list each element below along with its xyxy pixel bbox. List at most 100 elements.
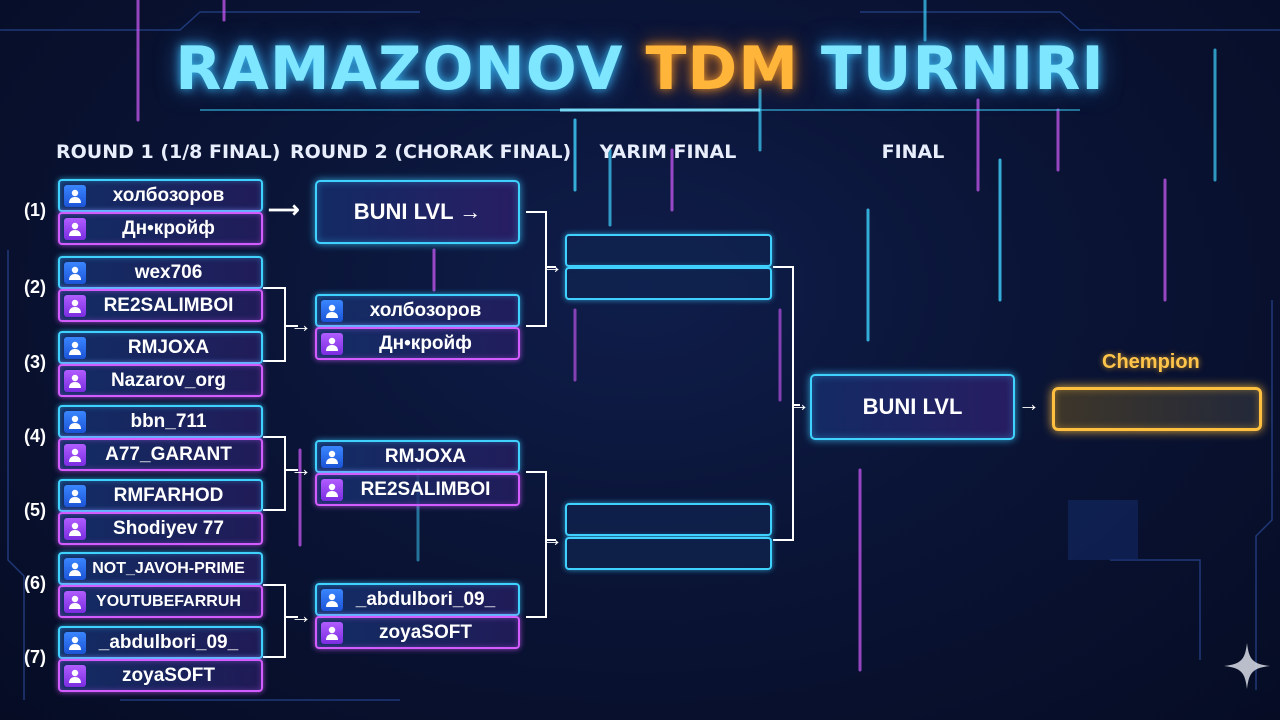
arrow-right-icon: → [788,391,810,416]
player-slot[interactable]: RMFARHOD [58,479,263,512]
semifinal-2-bottom-slot[interactable] [565,537,772,570]
user-icon [64,517,86,540]
user-icon [321,299,343,322]
semifinal-2-top-slot[interactable] [565,503,772,536]
player-slot[interactable]: A77_GARANT [58,438,263,471]
arrow-right-icon: → [541,526,563,551]
player-name: RMJOXA [127,336,210,358]
champion-slot[interactable] [1052,387,1262,431]
round2-match: _abdulbori_09_ zoyaSOFT [315,583,520,649]
seed-number: (4) [24,426,46,446]
user-icon [64,294,86,317]
player-slot[interactable]: RMJOXA [315,440,520,473]
round2-bye-slot[interactable]: BUNI LVL → [315,180,520,244]
player-slot[interactable]: NOT_JAVOH-PRIME [58,552,263,585]
title-part-2: TDM [645,34,799,104]
title-part-1: RAMAZONOV [175,34,624,104]
seed-number: (2) [24,277,46,297]
player-slot[interactable]: Shodiyev 77 [58,512,263,545]
player-name: wex706 [134,261,203,283]
user-icon [321,445,343,468]
player-name: NOT_JAVOH-PRIME [92,559,245,577]
semifinal-1-bottom-slot[interactable] [565,267,772,300]
player-slot[interactable]: Nazarov_org [58,364,263,397]
seed-number: (6) [24,573,46,593]
semifinal-header: YARIM FINAL [599,141,737,163]
user-icon [64,590,86,613]
seed-number: (1) [24,200,46,220]
tournament-title: RAMAZONOV TDM TURNIRI [0,34,1280,104]
user-icon [321,588,343,611]
player-name: Дн•кройф [379,332,472,354]
player-name: RE2SALIMBOI [360,478,491,500]
player-slot[interactable]: _abdulbori_09_ [315,583,520,616]
user-icon [64,664,86,687]
arrow-right-icon: → [290,456,312,481]
player-slot[interactable]: wex706 [58,256,263,289]
player-name: _abdulbori_09_ [98,631,239,653]
user-icon [321,332,343,355]
player-slot[interactable]: zoyaSOFT [58,659,263,692]
player-slot[interactable]: Дн•кройф [58,212,263,245]
final-player-name: BUNI LVL [862,394,963,419]
user-icon [64,217,86,240]
player-name: RMFARHOD [113,484,224,506]
player-name: bbn_711 [130,410,207,432]
champion-label: Chempion [1102,351,1200,373]
round1-match: _abdulbori_09_ zoyaSOFT [58,626,263,692]
round2-bye-label: BUNI LVL → [353,199,482,224]
round2-header: ROUND 2 (CHORAK FINAL) [290,141,572,163]
semifinal-1-top-slot[interactable] [565,234,772,267]
player-slot[interactable]: YOUTUBEFARRUH [58,585,263,618]
arrow-right-icon: ⟶ [268,197,300,222]
player-name: _abdulbori_09_ [355,588,496,610]
user-icon [64,484,86,507]
player-slot[interactable]: RE2SALIMBOI [315,473,520,506]
player-name: холбозоров [112,184,225,206]
final-slot[interactable]: BUNI LVL [810,374,1015,440]
player-slot[interactable]: RMJOXA [58,331,263,364]
user-icon [321,478,343,501]
round2-match: RMJOXA RE2SALIMBOI [315,440,520,506]
player-slot[interactable]: RE2SALIMBOI [58,289,263,322]
user-icon [64,336,86,359]
player-name: Shodiyev 77 [113,517,224,539]
round1-match: RMJOXA Nazarov_org [58,331,263,397]
player-name: Nazarov_org [110,369,227,391]
player-name: zoyaSOFT [379,621,472,643]
round1-match: RMFARHOD Shodiyev 77 [58,479,263,545]
round1-match: NOT_JAVOH-PRIME YOUTUBEFARRUH [58,552,263,618]
seed-number: (3) [24,352,46,372]
title-part-3: TURNIRI [820,34,1105,104]
player-slot[interactable]: bbn_711 [58,405,263,438]
seed-number: (7) [24,647,46,667]
player-name: zoyaSOFT [122,664,215,686]
player-slot[interactable]: холбозоров [315,294,520,327]
arrow-right-icon: → [1018,391,1040,416]
player-name: YOUTUBEFARRUH [96,592,241,610]
user-icon [64,184,86,207]
user-icon [64,369,86,392]
final-header: FINAL [881,141,945,163]
player-name: RMJOXA [384,445,467,467]
arrow-right-icon: → [290,312,312,337]
player-slot[interactable]: холбозоров [58,179,263,212]
player-slot[interactable]: _abdulbori_09_ [58,626,263,659]
sparkle-icon [1224,643,1270,689]
player-name: A77_GARANT [105,443,232,465]
player-name: холбозоров [369,299,482,321]
user-icon [321,621,343,644]
player-slot[interactable]: Дн•кройф [315,327,520,360]
arrow-right-icon: → [290,603,312,628]
user-icon [64,443,86,466]
arrow-right-icon: → [541,253,563,278]
player-slot[interactable]: zoyaSOFT [315,616,520,649]
user-icon [64,631,86,654]
player-name: RE2SALIMBOI [103,294,234,316]
